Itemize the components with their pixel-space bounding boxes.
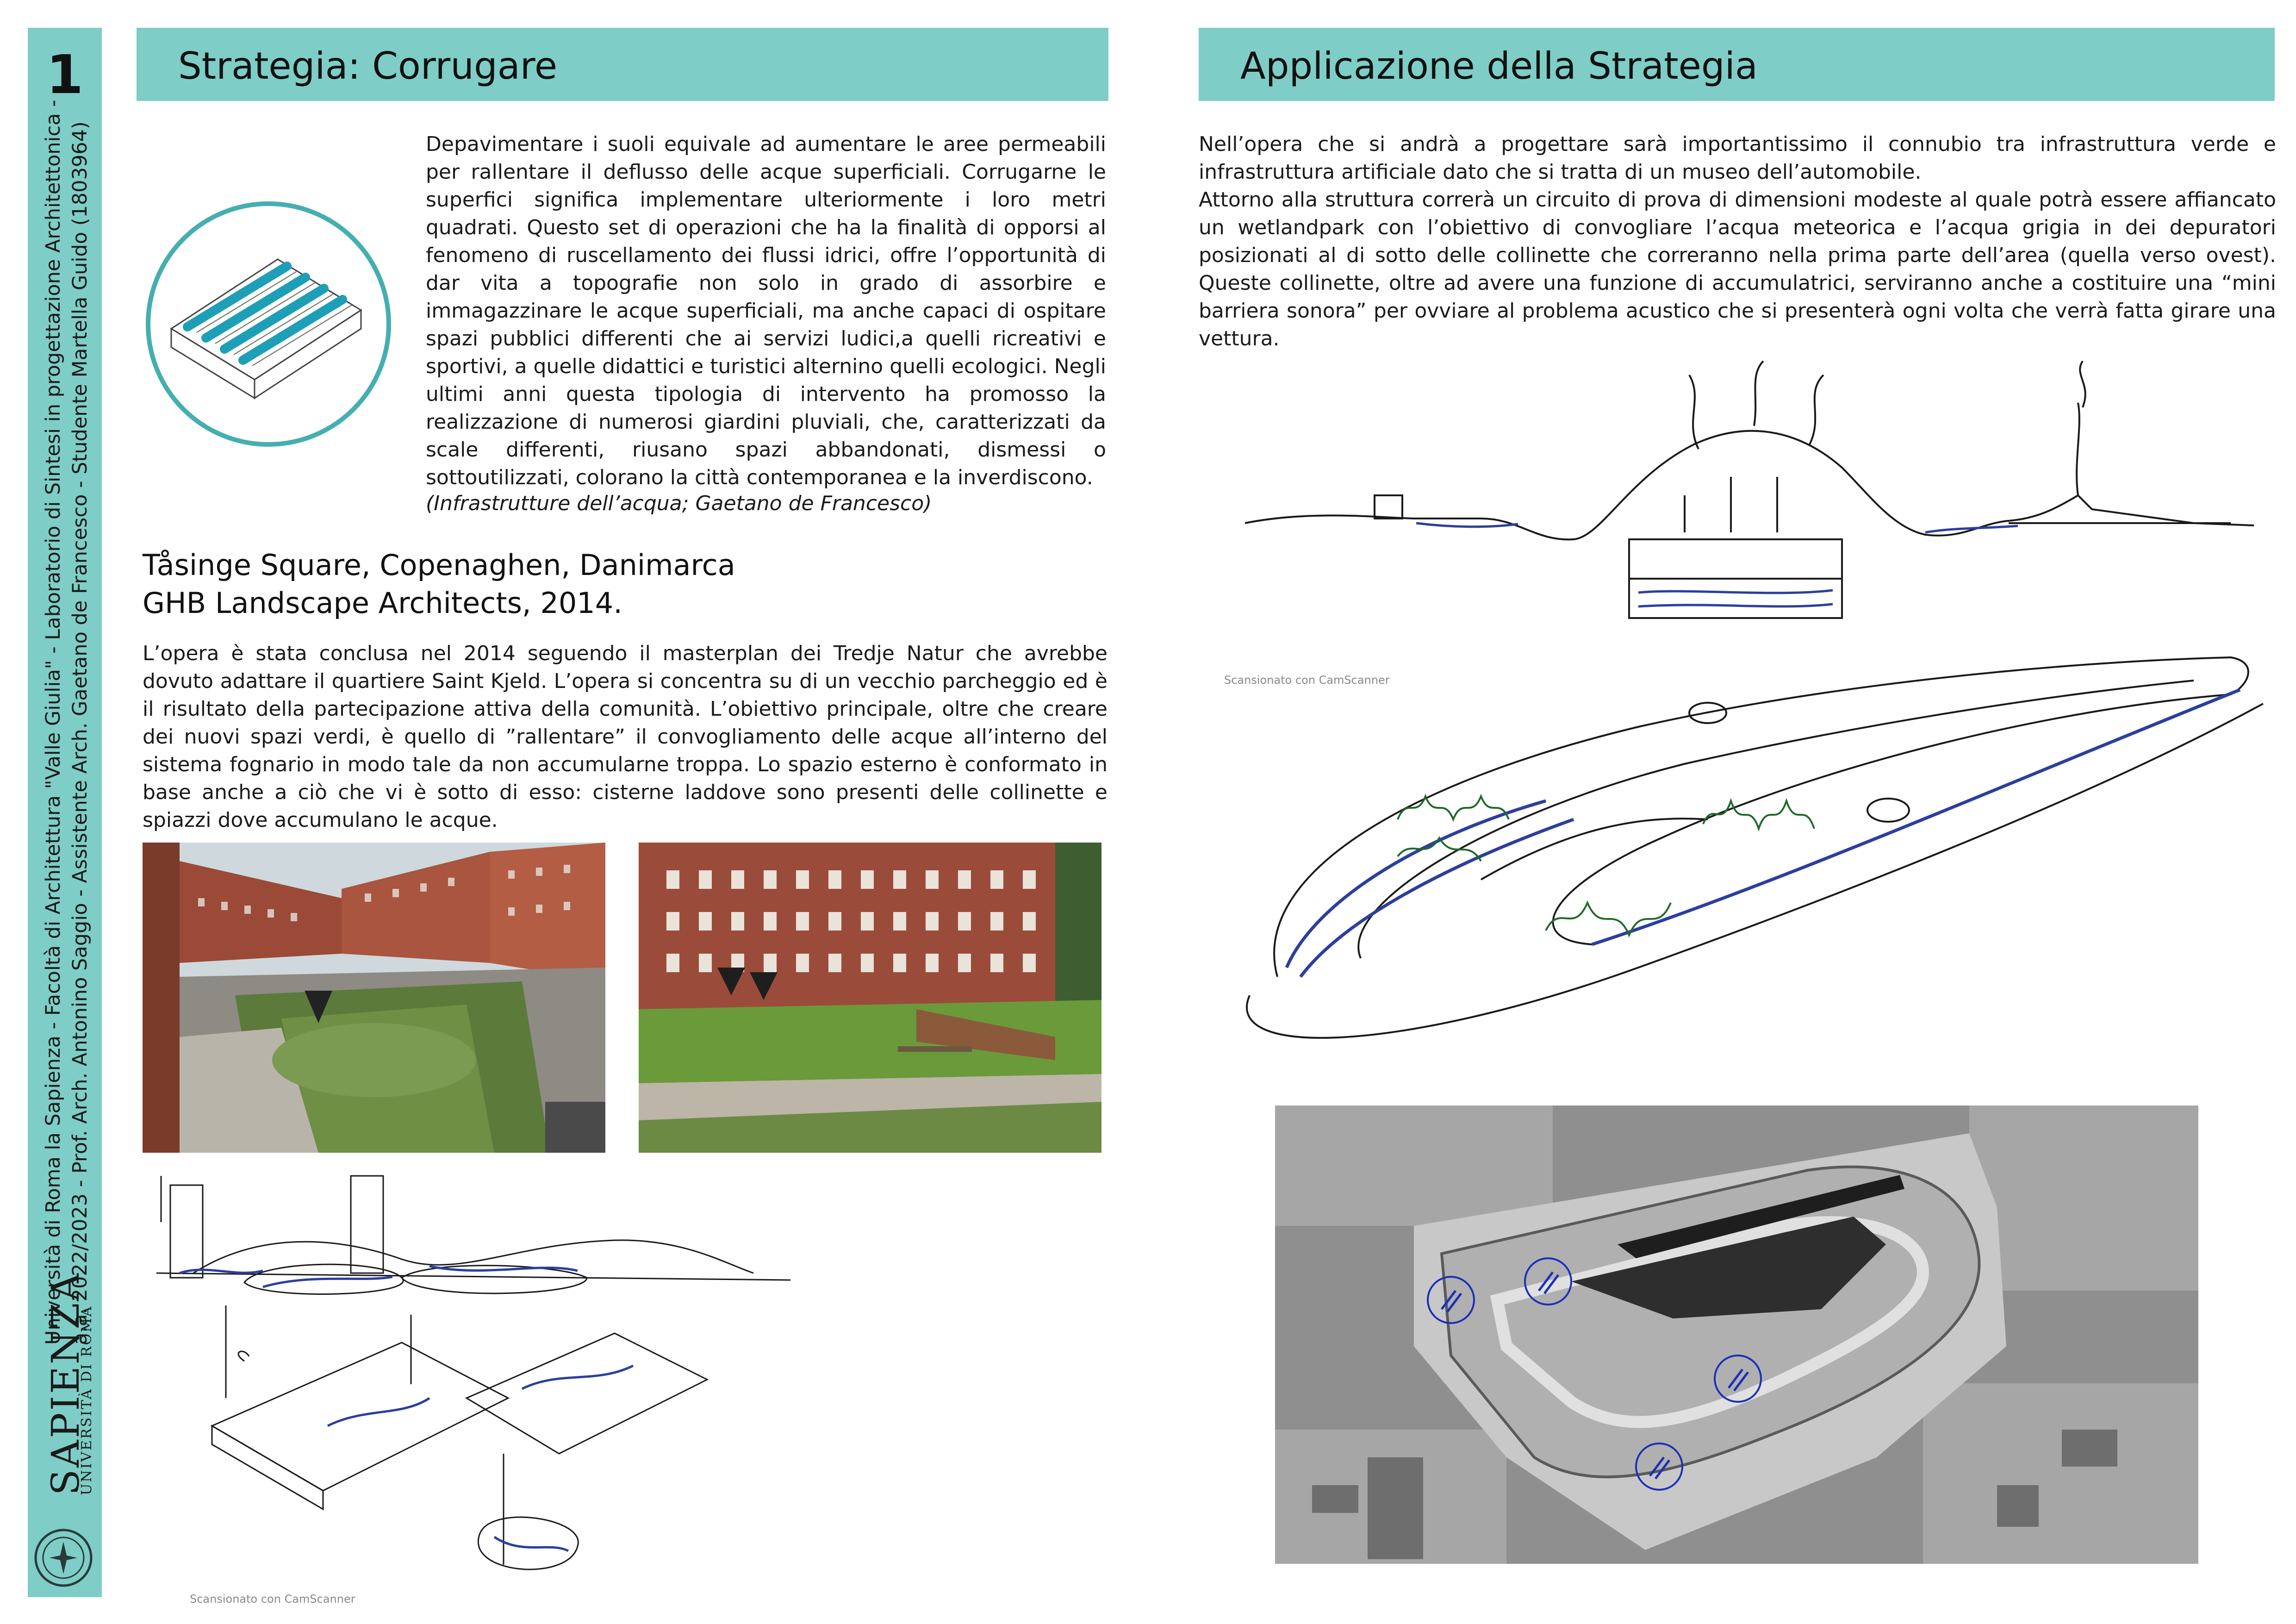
sidebar-credits-line2: a.a. 2022/2023 - Prof. Arch. Antonino Sa… — [68, 121, 92, 1345]
test-track-sketch — [1246, 656, 2264, 1039]
sidebar-credits-line1: Università di Roma la Sapienza - Facoltà… — [42, 100, 65, 1345]
scanner-watermark: Scansionato con CamScanner — [1224, 674, 1390, 687]
case-study-title-line1: Tåsinge Square, Copenaghen, Danimarca — [143, 548, 735, 582]
strategy-description: Depavimentare i suoli equivale ad aument… — [426, 132, 1106, 489]
section-title: Strategia: Corrugare — [178, 44, 558, 87]
citation: (Infrastrutture dell’acqua; Gaetano de F… — [426, 492, 932, 515]
scanner-watermark: Scansionato con CamScanner — [190, 1593, 355, 1605]
case-study-title: Tåsinge Square, Copenaghen, Danimarca GH… — [143, 546, 735, 622]
case-study-description: L’opera è stata conclusa nel 2014 seguen… — [143, 642, 1108, 832]
application-description: Nell’opera che si andrà a progettare sar… — [1199, 132, 2276, 350]
site-plan — [1275, 1106, 2198, 1564]
section-title: Applicazione della Strategia — [1240, 44, 1758, 87]
university-seal-icon — [34, 1529, 93, 1587]
corrugate-strategy-icon — [146, 201, 391, 447]
tasinge-square-photo-2 — [639, 843, 1101, 1153]
page-number: 1 — [46, 44, 84, 106]
section-header-strategy: Strategia: Corrugare — [137, 28, 1108, 101]
section-header-application: Applicazione della Strategia — [1199, 28, 2275, 101]
sidebar-band — [28, 28, 102, 1597]
case-study-title-line2: GHB Landscape Architects, 2014. — [143, 586, 622, 620]
case-study-sketches — [156, 1175, 791, 1570]
tasinge-square-photo-1 — [143, 843, 605, 1153]
sapienza-logo-subtitle: UNIVERSITÀ DI ROMA — [79, 1305, 95, 1495]
museum-section-sketch — [1244, 360, 2254, 619]
